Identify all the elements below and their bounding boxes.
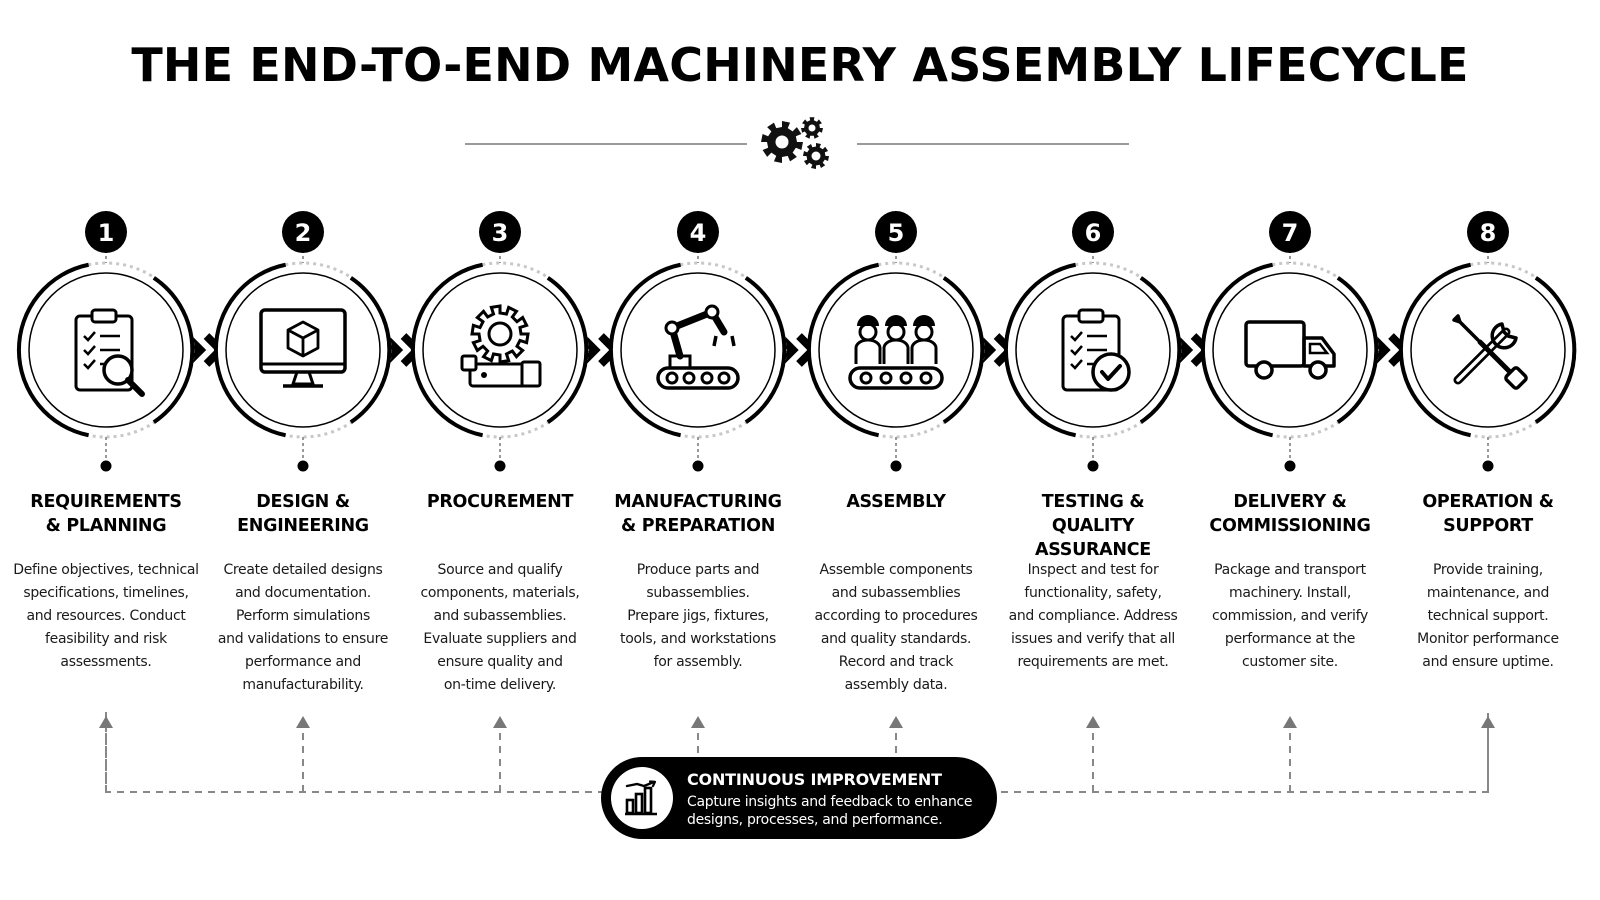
gear-small-bottom <box>803 143 829 169</box>
step-number-badge-8 <box>1467 211 1509 253</box>
step-number-badge-4 <box>677 211 719 253</box>
clipboard-check-icon <box>1061 308 1131 392</box>
step-description-2: Create detailed designs and documentatio… <box>217 562 389 693</box>
ci-title: CONTINUOUS IMPROVEMENT <box>687 770 942 789</box>
feedback-arrow-3 <box>493 716 507 728</box>
ci-icon-badge <box>611 767 673 829</box>
feedback-arrow-8 <box>1481 716 1495 728</box>
feedback-arrow-4 <box>691 716 705 728</box>
ci-description: Capture insights and feedback to enhance… <box>687 794 973 828</box>
feedback-arrow-2 <box>296 716 310 728</box>
feedback-arrow-5 <box>889 716 903 728</box>
step-dot-4 <box>692 460 704 472</box>
step-1: 1 <box>16 211 195 472</box>
step-dot-7 <box>1284 460 1296 472</box>
step-number-badge-1 <box>85 211 127 253</box>
step-title-6: TESTING & QUALITY ASSURANCE <box>1035 492 1151 560</box>
step-number-3: 3 <box>492 219 509 247</box>
step-title-5: ASSEMBLY <box>846 492 946 512</box>
step-5: 5 <box>806 211 985 472</box>
robotic-arm-icon <box>656 304 740 390</box>
step-8: 8 <box>1398 211 1577 472</box>
assembly-workers-icon <box>848 315 944 390</box>
step-title-8: OPERATION & SUPPORT <box>1422 492 1554 536</box>
delivery-truck-icon <box>1244 320 1336 380</box>
step-number-5: 5 <box>888 219 905 247</box>
title-rule-right <box>857 143 1129 145</box>
step-title-7: DELIVERY & COMMISSIONING <box>1209 492 1371 536</box>
step-6: 6 <box>1003 211 1182 472</box>
step-description-6: Inspect and test for functionality, safe… <box>1008 562 1178 670</box>
step-number-7: 7 <box>1282 219 1299 247</box>
step-number-badge-2 <box>282 211 324 253</box>
step-description-8: Provide training, maintenance, and techn… <box>1417 562 1559 670</box>
step-dot-3 <box>494 460 506 472</box>
step-description-4: Produce parts and subassemblies. Prepare… <box>620 562 776 670</box>
step-number-badge-6 <box>1072 211 1114 253</box>
step-dot-2 <box>297 460 309 472</box>
step-7: 7 <box>1200 211 1379 472</box>
feedback-arrow-6 <box>1086 716 1100 728</box>
page-title: THE END-TO-END MACHINERY ASSEMBLY LIFECY… <box>131 38 1469 92</box>
step-title-3: PROCUREMENT <box>426 492 574 512</box>
step-2: 2 <box>213 211 392 472</box>
step-number-6: 6 <box>1085 219 1102 247</box>
step-number-badge-7 <box>1269 211 1311 253</box>
step-title-2: DESIGN & ENGINEERING <box>237 492 369 536</box>
clipboard-magnifier-icon <box>74 308 145 397</box>
step-number-badge-3 <box>479 211 521 253</box>
monitor-cube-icon <box>259 308 347 388</box>
step-title-4: MANUFACTURING & PREPARATION <box>614 492 782 536</box>
continuous-improvement-box: CONTINUOUS IMPROVEMENT Capture insights … <box>601 757 997 839</box>
step-description-3: Source and qualify components, materials… <box>420 562 580 693</box>
step-title-1: REQUIREMENTS & PLANNING <box>30 492 182 536</box>
bar-chart-icon <box>625 780 657 816</box>
step-number-1: 1 <box>98 219 115 247</box>
step-dot-5 <box>890 460 902 472</box>
gears-icon <box>761 117 829 169</box>
gear-small-top <box>801 117 823 139</box>
step-dot-8 <box>1482 460 1494 472</box>
gear-components-icon <box>460 304 542 388</box>
title-rule-left <box>465 143 747 145</box>
step-number-2: 2 <box>295 219 312 247</box>
step-description-7: Package and transport machinery. Install… <box>1212 562 1368 670</box>
feedback-arrow-1 <box>99 716 113 728</box>
step-4: 4 <box>608 211 787 472</box>
step-dot-6 <box>1087 460 1099 472</box>
step-3: 3 <box>410 211 589 472</box>
step-number-4: 4 <box>690 219 707 247</box>
gear-large <box>761 121 803 163</box>
wrench-screwdriver-icon <box>1452 314 1528 390</box>
step-number-8: 8 <box>1480 219 1497 247</box>
step-description-5: Assemble components and subassemblies ac… <box>814 562 978 693</box>
step-number-badge-5 <box>875 211 917 253</box>
step-dot-1 <box>100 460 112 472</box>
feedback-arrow-7 <box>1283 716 1297 728</box>
step-description-1: Define objectives, technical specificati… <box>13 562 199 670</box>
